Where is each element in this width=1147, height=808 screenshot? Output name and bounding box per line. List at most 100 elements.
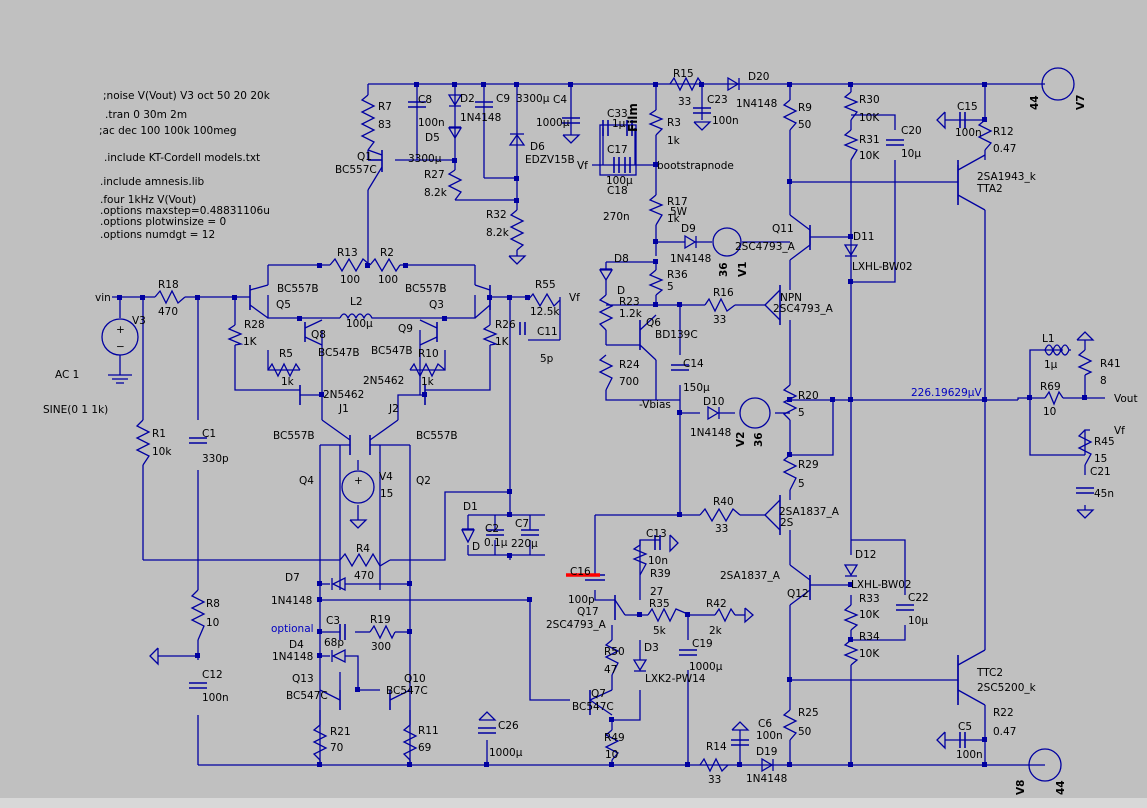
value-C22[interactable]: 10µ (908, 615, 928, 627)
net-vf-right[interactable]: Vf (1114, 425, 1125, 437)
label-Q5[interactable]: Q5 (276, 299, 291, 311)
label-D8[interactable]: D8 (614, 253, 629, 265)
label-C13[interactable]: C13 (646, 528, 667, 540)
directive-maxstep[interactable]: .options maxstep=0.48831106u (100, 205, 270, 217)
label-V4[interactable]: V4 (379, 471, 393, 483)
label-R26[interactable]: R26 (495, 319, 516, 331)
label-R35[interactable]: R35 (649, 598, 670, 610)
label-R55[interactable]: R55 (535, 279, 556, 291)
value-D1[interactable]: D (472, 541, 480, 553)
value-C16[interactable]: 100p (568, 594, 595, 606)
value-R34[interactable]: 10K (859, 648, 880, 660)
value-R1[interactable]: 10k (152, 446, 172, 458)
label-R21[interactable]: R21 (330, 726, 351, 738)
value-C11[interactable]: 5p (540, 353, 554, 365)
label-R8[interactable]: R8 (206, 598, 220, 610)
label-C26[interactable]: C26 (498, 720, 519, 732)
label-R39[interactable]: R39 (650, 568, 671, 580)
label-D5[interactable]: D5 (425, 132, 440, 144)
label-R42[interactable]: R42 (706, 598, 727, 610)
note-film[interactable]: Film (626, 103, 640, 132)
value-Q12[interactable]: Q12 (787, 588, 809, 600)
label-R29[interactable]: R29 (798, 459, 819, 471)
label-C6[interactable]: C6 (758, 718, 772, 730)
value-R23[interactable]: 1.2k (619, 308, 643, 320)
net-vf-top[interactable]: Vf (569, 292, 580, 304)
source-sine[interactable]: SINE(0 1 1k) (43, 404, 108, 416)
label-V8[interactable]: V8 (1015, 780, 1027, 795)
value-D11[interactable]: LXHL-BW02 (852, 261, 913, 273)
value-R8[interactable]: 10 (206, 617, 219, 629)
label-C12[interactable]: C12 (202, 669, 223, 681)
value-R2[interactable]: 100 (378, 274, 398, 286)
value-R40[interactable]: 33 (715, 523, 728, 535)
label-R30[interactable]: R30 (859, 94, 880, 106)
directive-include-cordell[interactable]: .include KT-Cordell models.txt (104, 152, 260, 164)
label-R22[interactable]: R22 (993, 707, 1014, 719)
label-Q10[interactable]: Q10 (404, 673, 426, 685)
value-Q10[interactable]: BC547C (386, 685, 428, 697)
label-R9[interactable]: R9 (798, 102, 812, 114)
directive-tran[interactable]: .tran 0 30m 2m (105, 109, 187, 121)
value-D8[interactable]: D (617, 285, 625, 297)
value-Q6[interactable]: BD139C (655, 329, 698, 341)
label-R11[interactable]: R11 (418, 725, 439, 737)
value-Q1[interactable]: BC557C (335, 164, 377, 176)
value-C23[interactable]: 100n (712, 115, 739, 127)
label-R27[interactable]: R27 (424, 169, 445, 181)
label-R36[interactable]: R36 (667, 269, 688, 281)
label-R20[interactable]: R20 (798, 390, 819, 402)
power-R17[interactable]: 5W (670, 206, 688, 218)
value-D10[interactable]: 1N4148 (690, 427, 731, 439)
value-J1[interactable]: 2N5462 (323, 389, 364, 401)
label-Q-2S[interactable]: 2SA1837_A (779, 506, 840, 518)
label-R19[interactable]: R19 (370, 614, 391, 626)
value-R28[interactable]: 1K (243, 336, 258, 348)
label-Q8[interactable]: Q8 (311, 329, 326, 341)
value-R19[interactable]: 300 (371, 641, 391, 653)
value-C21[interactable]: 45n (1094, 488, 1114, 500)
value-R25[interactable]: 50 (798, 726, 811, 738)
value-Q3[interactable]: BC557B (405, 283, 447, 295)
value-Q17[interactable]: 2SC4793_A (546, 619, 607, 631)
value-R32[interactable]: 8.2k (486, 227, 510, 239)
label-R12[interactable]: R12 (993, 126, 1014, 138)
label-J1[interactable]: J1 (338, 403, 349, 415)
label-C1[interactable]: C1 (202, 428, 216, 440)
value-R13[interactable]: 100 (340, 274, 360, 286)
label-R45[interactable]: R45 (1094, 436, 1115, 448)
value-C6[interactable]: 100n (756, 730, 783, 742)
value-D19[interactable]: 1N4148 (746, 773, 787, 785)
value-R20[interactable]: 5 (798, 407, 805, 419)
value-V7[interactable]: 44 (1029, 95, 1041, 110)
value-R26[interactable]: 1K (495, 336, 510, 348)
value-C33[interactable]: 1µ (612, 118, 626, 130)
value-C17[interactable]: 100µ (606, 175, 633, 187)
value-C20[interactable]: 10µ (901, 148, 921, 160)
label-Q9[interactable]: Q9 (398, 323, 413, 335)
label-C17[interactable]: C17 (607, 144, 628, 156)
label-D20[interactable]: D20 (748, 71, 769, 83)
value-R5[interactable]: 1k (281, 376, 295, 388)
value-R9[interactable]: 50 (798, 119, 811, 131)
label-C18[interactable]: C18 (607, 185, 628, 197)
label-D3[interactable]: D3 (644, 642, 659, 654)
label-D1[interactable]: D1 (463, 501, 478, 513)
label-C4[interactable]: C4 (553, 94, 567, 106)
value-C5[interactable]: 100n (956, 749, 983, 761)
value-R30[interactable]: 10K (859, 112, 880, 124)
value-L1[interactable]: 1µ (1044, 359, 1058, 371)
value-C1[interactable]: 330p (202, 453, 229, 465)
value-R15[interactable]: 33 (678, 96, 691, 108)
label-Q6[interactable]: Q6 (646, 317, 661, 329)
label-Q13[interactable]: Q13 (292, 673, 314, 685)
value-R33[interactable]: 10K (859, 609, 880, 621)
value-Q-TTC2[interactable]: 2SC5200_k (977, 682, 1037, 694)
label-Q1[interactable]: Q1 (357, 151, 372, 163)
value-R55[interactable]: 12.5k (530, 306, 560, 318)
value-R22[interactable]: 0.47 (993, 726, 1016, 738)
value-C4[interactable]: 1000µ (536, 117, 570, 129)
label-C11[interactable]: C11 (537, 326, 558, 338)
label-L2[interactable]: L2 (350, 296, 363, 308)
